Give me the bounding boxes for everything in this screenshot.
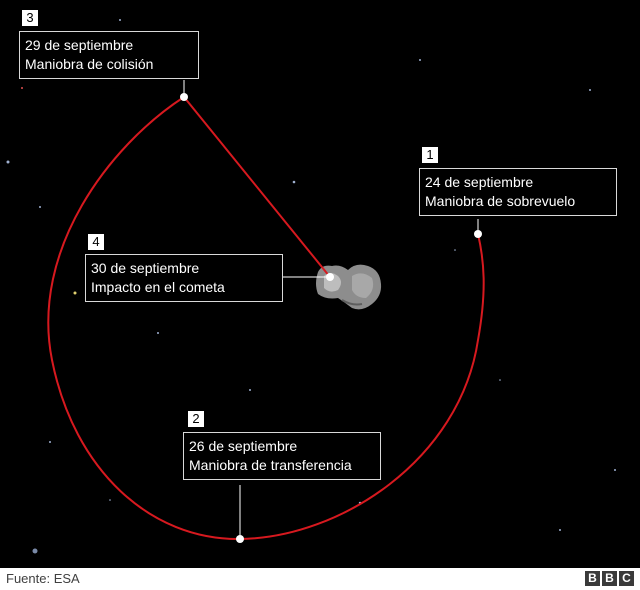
step-label-4: 30 de septiembre Impacto en el cometa bbox=[85, 254, 283, 302]
bbc-logo: B B C bbox=[585, 571, 634, 586]
step-maneuver-1: Maniobra de sobrevuelo bbox=[425, 193, 576, 209]
marker-1 bbox=[474, 230, 482, 238]
marker-4 bbox=[326, 273, 334, 281]
step-date-2: 26 de septiembre bbox=[189, 438, 298, 454]
trajectory-diagram: 3 29 de septiembre Maniobra de colisión … bbox=[0, 0, 640, 568]
footer: Fuente: ESA B B C bbox=[0, 568, 640, 590]
step-number-3: 3 bbox=[22, 10, 38, 26]
bbc-logo-letter: C bbox=[619, 571, 634, 586]
step-label-2: 26 de septiembre Maniobra de transferenc… bbox=[183, 432, 381, 480]
orbit-path bbox=[47, 96, 485, 541]
step-date-4: 30 de septiembre bbox=[91, 260, 200, 276]
diagram-canvas bbox=[6, 19, 616, 554]
step-number-1: 1 bbox=[422, 147, 438, 163]
step-number-2: 2 bbox=[188, 411, 204, 427]
marker-3 bbox=[180, 93, 188, 101]
marker-2 bbox=[236, 535, 244, 543]
step-date-1: 24 de septiembre bbox=[425, 174, 534, 190]
star-field bbox=[6, 19, 616, 554]
bbc-logo-letter: B bbox=[602, 571, 617, 586]
source-credit: Fuente: ESA bbox=[6, 571, 80, 586]
step-label-3: 29 de septiembre Maniobra de colisión bbox=[19, 31, 199, 79]
step-date-3: 29 de septiembre bbox=[25, 37, 134, 53]
step-maneuver-3: Maniobra de colisión bbox=[25, 56, 154, 72]
step-maneuver-4: Impacto en el cometa bbox=[91, 279, 225, 295]
step-number-4: 4 bbox=[88, 234, 104, 250]
step-label-1: 24 de septiembre Maniobra de sobrevuelo bbox=[419, 168, 617, 216]
step-maneuver-2: Maniobra de transferencia bbox=[189, 457, 352, 473]
collision-path bbox=[183, 96, 331, 278]
bbc-logo-letter: B bbox=[585, 571, 600, 586]
